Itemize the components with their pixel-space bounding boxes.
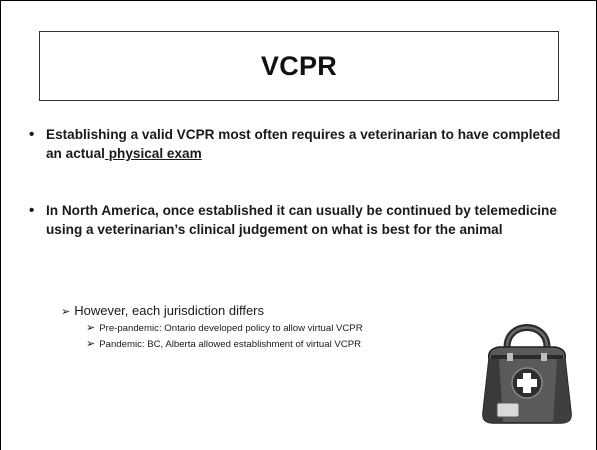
bag-clasp-left: [507, 353, 513, 361]
bullet-marker: •: [29, 202, 35, 219]
bullet-marker: •: [29, 126, 35, 143]
bag-handle-highlight: [505, 326, 549, 349]
bag-clasp-right: [541, 353, 547, 361]
medical-bag-icon: [482, 324, 572, 424]
slide-title: VCPR: [260, 50, 338, 81]
bag-shade-right: [553, 359, 572, 423]
cross-horizontal: [517, 379, 537, 387]
bullet-valid-vcpr: • Establishing a valid VCPR most often r…: [29, 125, 569, 163]
bag-handle: [503, 324, 551, 351]
bullet-telemedicine: • In North America, once established it …: [29, 201, 569, 239]
bag-tag: [496, 402, 520, 418]
sub-sub-bullet-pandemic: ➢Pandemic: BC, Alberta allowed establish…: [86, 337, 361, 350]
bullet-text-main: Establishing a valid VCPR most often req…: [46, 127, 561, 161]
sub-sub-bullet-text: Pre-pandemic: Ontario developed policy t…: [99, 323, 363, 334]
bullet-text: In North America, once established it ca…: [46, 203, 557, 237]
arrow-marker-icon: ➢: [86, 322, 96, 334]
sub-sub-bullet-text: Pandemic: BC, Alberta allowed establishm…: [99, 339, 362, 350]
sub-bullet-text: However, each jurisdiction differs: [74, 303, 265, 318]
bullet-text-underlined: physical exam: [104, 146, 202, 161]
arrow-marker-icon: ➢: [86, 338, 96, 350]
sub-bullet-jurisdiction: ➢However, each jurisdiction differs: [61, 303, 264, 318]
title-box: VCPR: [39, 31, 559, 101]
arrow-marker-icon: ➢: [61, 306, 71, 318]
sub-sub-bullet-prepandemic: ➢Pre-pandemic: Ontario developed policy …: [86, 321, 363, 334]
bullet-text: Establishing a valid VCPR most often req…: [29, 125, 569, 163]
